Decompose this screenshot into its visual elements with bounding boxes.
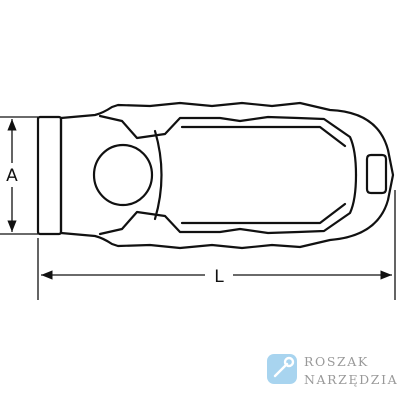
grip-line-bottom-inner bbox=[180, 202, 347, 225]
watermark-logo: ROSZAK NARZĘDZIA bbox=[267, 354, 398, 387]
dimension-a-label: A bbox=[6, 166, 18, 186]
wrench-icon bbox=[273, 356, 295, 378]
socket-body-outline bbox=[59, 101, 395, 250]
grip-line-front bbox=[153, 129, 163, 221]
dimension-a-group bbox=[0, 116, 38, 235]
inner-channel-top bbox=[98, 114, 358, 177]
grip-line-top-inner bbox=[180, 125, 347, 148]
end-slot bbox=[365, 153, 388, 195]
square-drive-end bbox=[36, 115, 63, 236]
dimension-l-label: L bbox=[214, 267, 224, 287]
logo-line-2: NARZĘDZIA bbox=[304, 372, 398, 387]
dimension-l-group bbox=[37, 190, 396, 300]
detent-ball bbox=[92, 143, 154, 207]
inner-channel-bottom bbox=[98, 173, 358, 236]
logo-line-1: ROSZAK bbox=[304, 354, 369, 369]
